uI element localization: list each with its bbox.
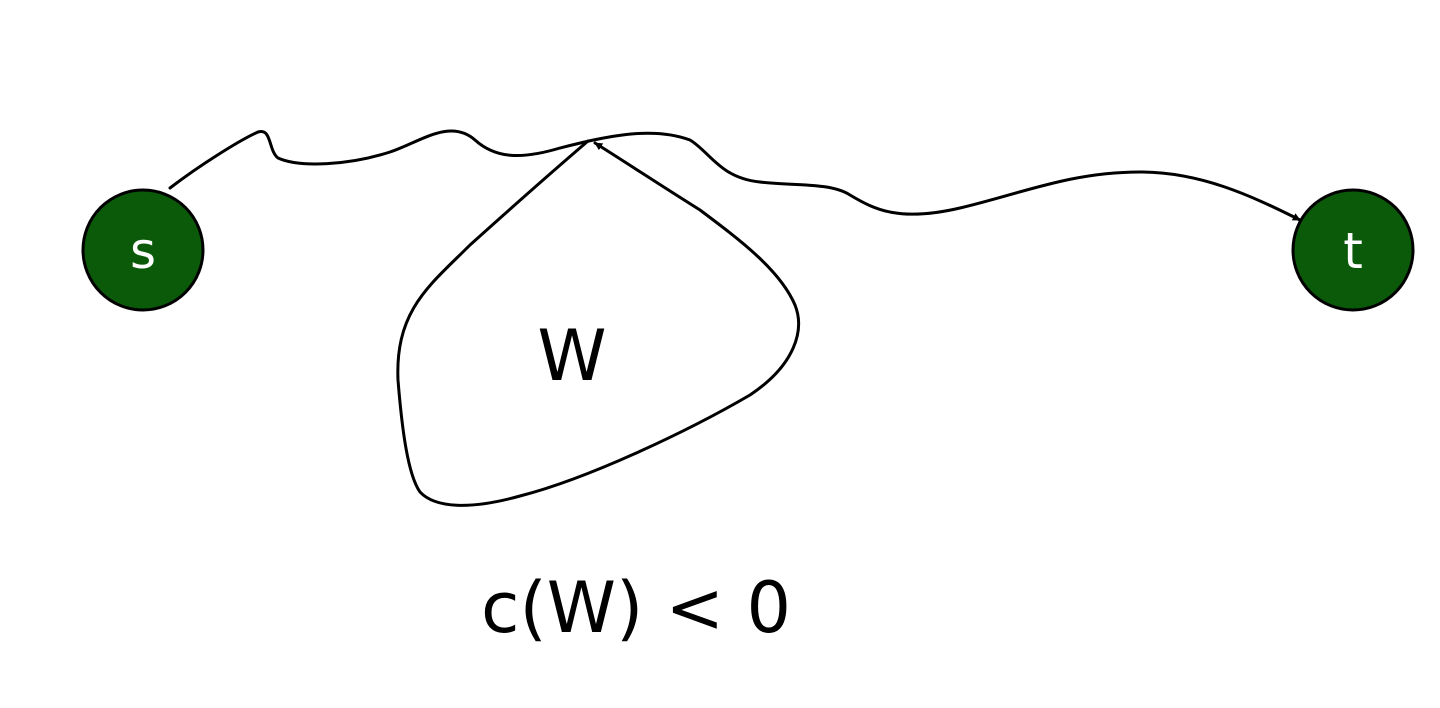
cycle-w-label: W bbox=[537, 315, 606, 397]
node-s-label: s bbox=[130, 222, 156, 280]
caption-negative-cost: c(W) < 0 bbox=[481, 567, 791, 649]
node-t-circle bbox=[1291, 188, 1415, 312]
path-s-to-t bbox=[168, 129, 1302, 222]
node-s-circle bbox=[81, 188, 205, 312]
node-t: t bbox=[1291, 188, 1415, 312]
cycle-w-loop bbox=[396, 139, 800, 507]
node-s: s bbox=[81, 188, 205, 312]
node-t-label: t bbox=[1343, 222, 1363, 280]
